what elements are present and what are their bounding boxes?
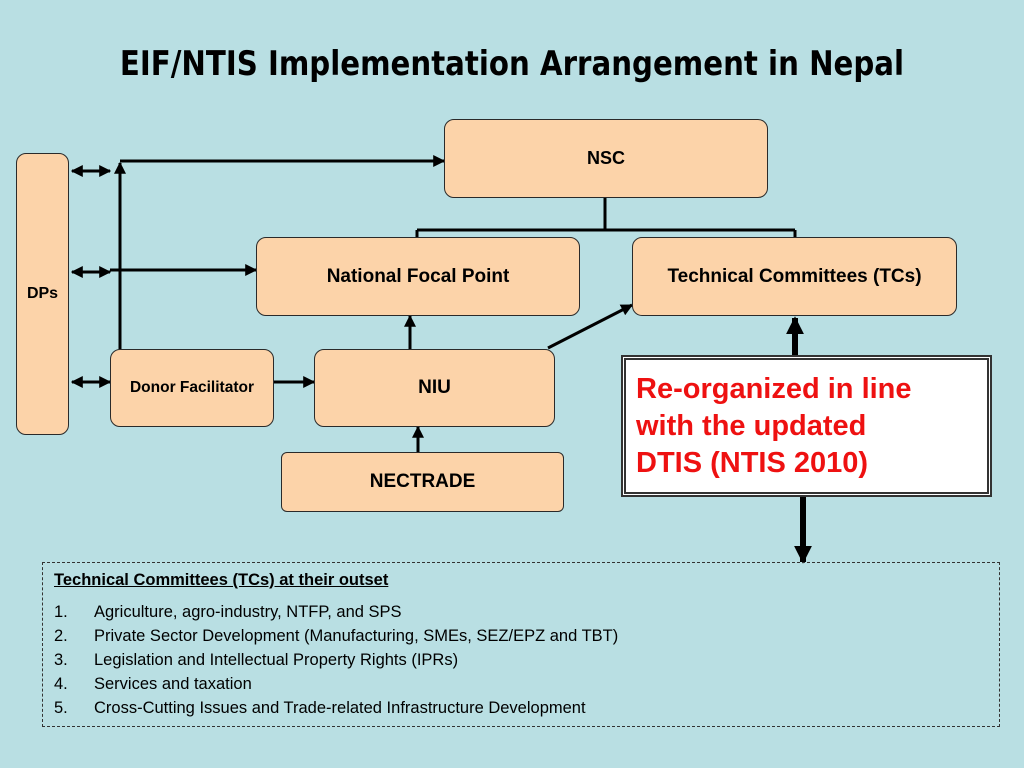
technical-committees-box: Technical Committees (TCs) — [632, 237, 957, 316]
list-item-number: 3. — [54, 651, 68, 669]
nsc-box: NSC — [444, 119, 768, 198]
tcs-list-heading: Technical Committees (TCs) at their outs… — [54, 571, 389, 589]
national-focal-point-label: National Focal Point — [326, 265, 510, 287]
list-item-number: 2. — [54, 627, 68, 645]
note-line: DTIS (NTIS 2010) — [636, 447, 869, 479]
national-focal-point-box: National Focal Point — [256, 237, 580, 316]
technical-committees-label: Technical Committees (TCs) — [667, 265, 922, 287]
reorganized-note: Re-organized in line with the updated DT… — [621, 355, 992, 497]
dps-label: DPs — [26, 285, 59, 302]
tcs-list-box: Technical Committees (TCs) at their outs… — [42, 562, 1000, 727]
page-title: EIF/NTIS Implementation Arrangement in N… — [119, 44, 905, 84]
list-item-text: Private Sector Development (Manufacturin… — [94, 627, 619, 645]
list-item-number: 5. — [54, 699, 68, 717]
dps-box: DPs — [16, 153, 69, 435]
list-item-number: 4. — [54, 675, 68, 693]
list-item-text: Cross-Cutting Issues and Trade-related I… — [94, 699, 586, 717]
list-item: 2. Private Sector Development (Manufactu… — [54, 624, 999, 648]
list-item: 4. Services and taxation — [54, 672, 999, 696]
list-item: 5. Cross-Cutting Issues and Trade-relate… — [54, 696, 999, 720]
niu-label: NIU — [418, 377, 451, 398]
niu-to-tcs-arrow — [547, 303, 634, 350]
list-item-number: 1. — [54, 603, 68, 621]
donor-facilitator-label: Donor Facilitator — [129, 379, 254, 396]
note-line: with the updated — [636, 410, 867, 442]
nectrade-box: NECTRADE — [281, 452, 564, 512]
niu-box: NIU — [314, 349, 555, 427]
list-item-text: Services and taxation — [94, 675, 252, 693]
list-item-text: Legislation and Intellectual Property Ri… — [94, 651, 459, 669]
note-line: Re-organized in line — [636, 373, 912, 405]
nsc-label: NSC — [586, 148, 625, 168]
list-item: 3. Legislation and Intellectual Property… — [54, 648, 999, 672]
list-item: 1. Agriculture, agro-industry, NTFP, and… — [54, 600, 999, 624]
nectrade-label: NECTRADE — [369, 471, 476, 492]
donor-facilitator-box: Donor Facilitator — [110, 349, 274, 427]
list-item-text: Agriculture, agro-industry, NTFP, and SP… — [94, 603, 402, 621]
